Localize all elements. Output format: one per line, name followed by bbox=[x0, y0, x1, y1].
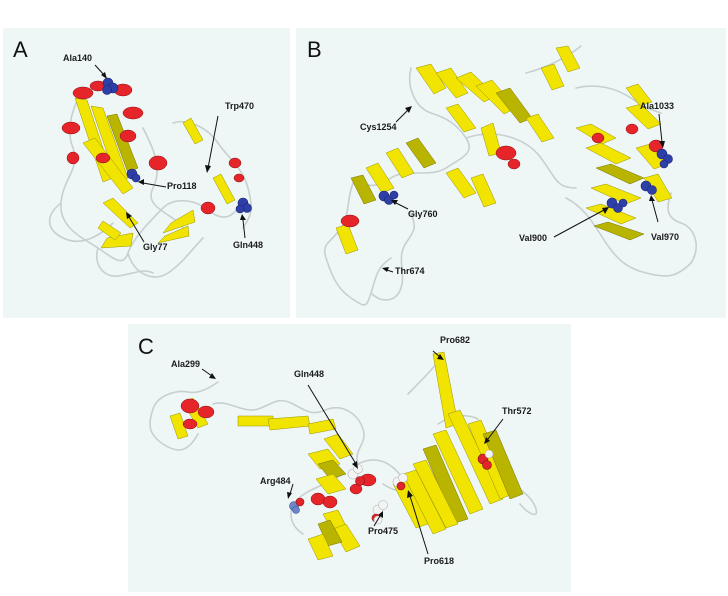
protein-structure-c bbox=[149, 351, 538, 561]
residue-label-gly760: Gly760 bbox=[408, 209, 438, 219]
residue-label-gln448: Gln448 bbox=[294, 369, 325, 379]
residue-label-val900: Val900 bbox=[519, 233, 548, 243]
residue-label-thr572: Thr572 bbox=[502, 406, 532, 416]
residue-label-pro682: Pro682 bbox=[440, 335, 471, 345]
residue-label-pro618: Pro618 bbox=[424, 556, 455, 566]
panel-letter-a: A bbox=[13, 37, 28, 62]
panel-letter-c: C bbox=[138, 334, 154, 359]
residue-label-pro118: Pro118 bbox=[167, 181, 197, 191]
label-arrows-c bbox=[201, 350, 504, 555]
panel-c: C bbox=[128, 324, 571, 592]
label-arrows-b bbox=[382, 106, 665, 273]
residue-label-cys1254: Cys1254 bbox=[360, 122, 397, 132]
protein-structure-a bbox=[48, 77, 253, 278]
residue-label-pro475: Pro475 bbox=[368, 526, 399, 536]
residue-label-gly77: Gly77 bbox=[143, 242, 168, 252]
residue-label-ala140: Ala140 bbox=[63, 53, 93, 63]
residue-label-arg484: Arg484 bbox=[260, 476, 291, 486]
label-arrows-a bbox=[94, 64, 246, 243]
panel-a: A bbox=[3, 28, 290, 318]
panel-b: B bbox=[296, 28, 726, 318]
residue-label-thr674: Thr674 bbox=[395, 266, 425, 276]
protein-structure-b bbox=[323, 45, 697, 306]
residue-label-trp470: Trp470 bbox=[225, 101, 255, 111]
panel-letter-b: B bbox=[307, 37, 322, 62]
residue-label-ala299: Ala299 bbox=[171, 359, 201, 369]
residue-label-ala1033: Ala1033 bbox=[640, 101, 675, 111]
residue-label-val970: Val970 bbox=[651, 232, 680, 242]
residue-label-gln448: Gln448 bbox=[233, 240, 264, 250]
